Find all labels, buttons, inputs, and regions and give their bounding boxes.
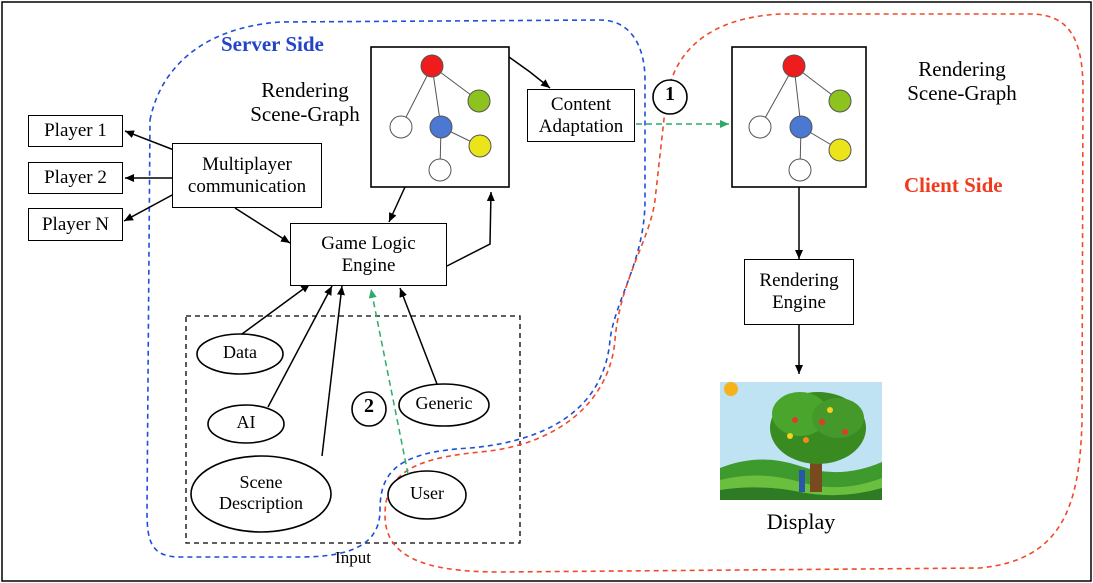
scene-description-line-2: Description	[219, 492, 303, 513]
input-ellipses	[190, 79, 688, 533]
player-1-label: Player 1	[44, 120, 107, 142]
game-logic-line-1: Game Logic	[321, 232, 416, 254]
content-adaptation-line-1: Content	[550, 93, 612, 115]
server-scene-graph-icon	[370, 46, 510, 188]
player-1-box: Player 1	[28, 115, 123, 147]
rendering-engine-line-2: Engine	[772, 292, 826, 313]
content-adaptation-line-2: Adaptation	[538, 115, 624, 137]
input-caption: Input	[335, 548, 371, 567]
display-caption: Display	[766, 509, 836, 534]
client-scene-graph-label: Rendering Scene-Graph	[892, 57, 1032, 105]
client-scene-graph-line-1: Rendering	[918, 57, 1006, 81]
server-scene-graph-label: Rendering Scene-Graph	[245, 78, 365, 126]
step-2-label: 2	[364, 395, 374, 417]
server-scene-graph-line-1: Rendering	[261, 78, 349, 102]
user-ellipse-label: User	[410, 483, 444, 503]
multiplayer-line-2: communication	[187, 175, 307, 197]
player-n-box: Player N	[28, 208, 123, 241]
server-scene-graph-line-2: Scene-Graph	[250, 102, 360, 127]
rendering-engine-box: Rendering Engine	[744, 259, 854, 325]
rendering-engine-line-1: Rendering	[759, 270, 839, 292]
player-2-label: Player 2	[44, 167, 107, 189]
server-side-region	[146, 19, 646, 558]
game-logic-engine-box: Game Logic Engine	[290, 223, 447, 286]
scene-description-line-1: Scene	[239, 472, 283, 492]
step-1-label: 1	[665, 83, 675, 105]
client-side-label: Client Side	[904, 173, 1003, 197]
client-side-region	[384, 13, 1084, 573]
client-scene-graph-icon	[731, 46, 867, 188]
multiplayer-line-1: Multiplayer	[202, 153, 292, 175]
ai-ellipse-label: AI	[236, 412, 256, 432]
input-group-box	[185, 315, 521, 544]
game-logic-line-2: Engine	[341, 254, 396, 276]
display-tree-image	[720, 382, 882, 500]
data-flow-arrows	[368, 120, 729, 475]
data-ellipse-label: Data	[223, 342, 257, 362]
content-adaptation-box: Content Adaptation	[527, 89, 635, 142]
multiplayer-communication-box: Multiplayer communication	[172, 143, 322, 208]
server-side-label: Server Side	[221, 32, 324, 56]
generic-ellipse-label: Generic	[415, 393, 473, 413]
scene-description-ellipse-label: Scene Description	[191, 472, 331, 513]
player-n-label: Player N	[41, 213, 109, 235]
connector-arrows	[123, 56, 803, 457]
player-2-box: Player 2	[28, 162, 123, 194]
client-scene-graph-line-2: Scene-Graph	[907, 81, 1017, 106]
